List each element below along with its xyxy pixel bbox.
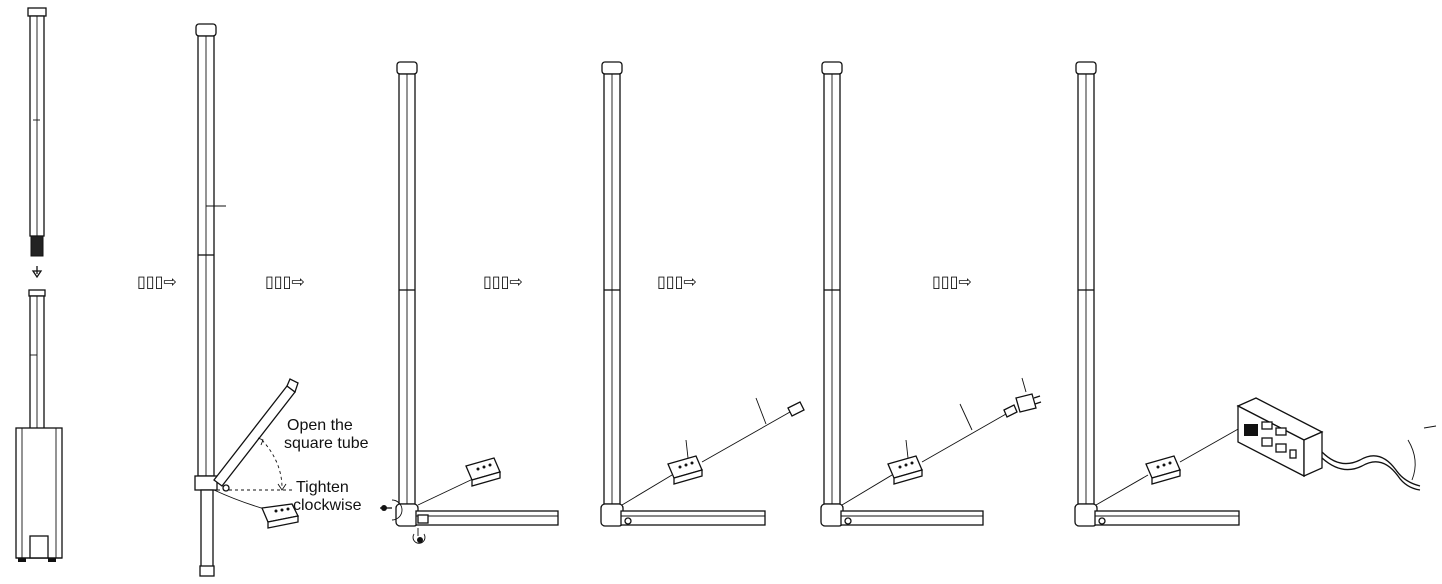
controller	[261, 503, 299, 529]
knob	[222, 484, 230, 492]
callout-tighten-line1: Tighten	[296, 479, 349, 496]
usb-cable	[921, 413, 1007, 463]
joint-block	[820, 503, 844, 527]
power-strip	[1236, 397, 1324, 478]
joint-block	[600, 503, 624, 527]
arrow-4-to-5-icon: ▯▯▯⇨	[657, 272, 697, 291]
step-5-usb-adapter	[820, 61, 1042, 527]
usb-plug	[787, 401, 805, 417]
down-arrow-icon	[31, 266, 43, 279]
arrow-1-to-2-icon: ▯▯▯⇨	[137, 272, 177, 291]
tube-cap	[27, 7, 47, 17]
step-3-tighten-knob	[380, 61, 559, 544]
controller	[465, 457, 501, 487]
step-1-connect-tubes	[15, 7, 63, 562]
arrow-3-to-4-icon: ▯▯▯⇨	[483, 272, 523, 291]
step-arrows: ▯▯▯⇨ ▯▯▯⇨ ▯▯▯⇨ ▯▯▯⇨ ▯▯▯⇨	[137, 272, 972, 291]
tube-cap	[601, 61, 623, 75]
tube-cap	[821, 61, 843, 75]
threaded-connector	[30, 235, 44, 257]
rotate-arrow-icon	[391, 499, 403, 521]
plug	[1244, 424, 1258, 436]
tube-cap	[195, 23, 217, 37]
base-leg	[620, 510, 766, 526]
base-leg	[415, 510, 559, 526]
joint-block	[194, 475, 218, 491]
joint-block	[395, 503, 419, 527]
usb-cable	[701, 411, 791, 463]
tube-cap	[1075, 61, 1097, 75]
tube-cap	[396, 61, 418, 75]
arrow-5-to-6-icon: ▯▯▯⇨	[932, 272, 972, 291]
step-2-open-base: Open the square tube Tighten clockwise	[194, 23, 369, 577]
controller	[887, 455, 923, 485]
joint-block	[1074, 503, 1098, 527]
power-cord	[1321, 451, 1421, 487]
step-6-power-strip	[1074, 61, 1437, 527]
controller	[1145, 455, 1181, 485]
callout-open-line2: square tube	[284, 435, 369, 452]
controller	[667, 455, 703, 485]
knob	[381, 505, 387, 511]
arrow-2-to-3-icon: ▯▯▯⇨	[265, 272, 305, 291]
callout-tighten-line2: clockwise	[293, 497, 362, 514]
base-leg	[1094, 510, 1240, 526]
step-4-usb-cable	[600, 61, 805, 527]
usb-adapter	[1015, 393, 1042, 413]
base-leg	[840, 510, 984, 526]
base-leg-opened	[213, 385, 296, 487]
base-leg-folded	[200, 489, 214, 569]
callout-open-line1: Open the	[287, 417, 353, 434]
angle-arc	[261, 439, 283, 489]
